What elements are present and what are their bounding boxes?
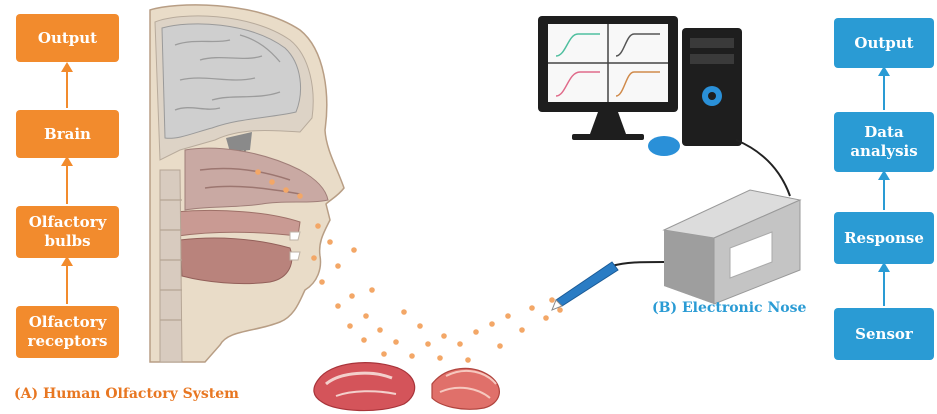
- data-analysis-box: Data analysis: [834, 112, 934, 172]
- response-box: Response: [834, 212, 934, 264]
- human-head-illustration: [150, 5, 344, 362]
- meat-samples: [314, 363, 500, 411]
- olfactory-output-box: Output: [16, 14, 119, 62]
- human-olfactory-caption: (A) Human Olfactory System: [14, 386, 239, 402]
- sensor-box: Sensor: [834, 308, 934, 360]
- enose-flow-arrows: [878, 66, 890, 306]
- electronic-nose-caption: (B) Electronic Nose: [652, 300, 806, 316]
- brain-box: Brain: [16, 110, 119, 158]
- olfactory-flow-arrows: [61, 62, 73, 304]
- enose-output-box: Output: [834, 18, 934, 68]
- olfactory-receptors-box: Olfactory receptors: [16, 306, 119, 358]
- computer-illustration: [538, 16, 790, 196]
- electronic-nose-device: [552, 190, 800, 310]
- olfactory-bulbs-box: Olfactory bulbs: [16, 206, 119, 258]
